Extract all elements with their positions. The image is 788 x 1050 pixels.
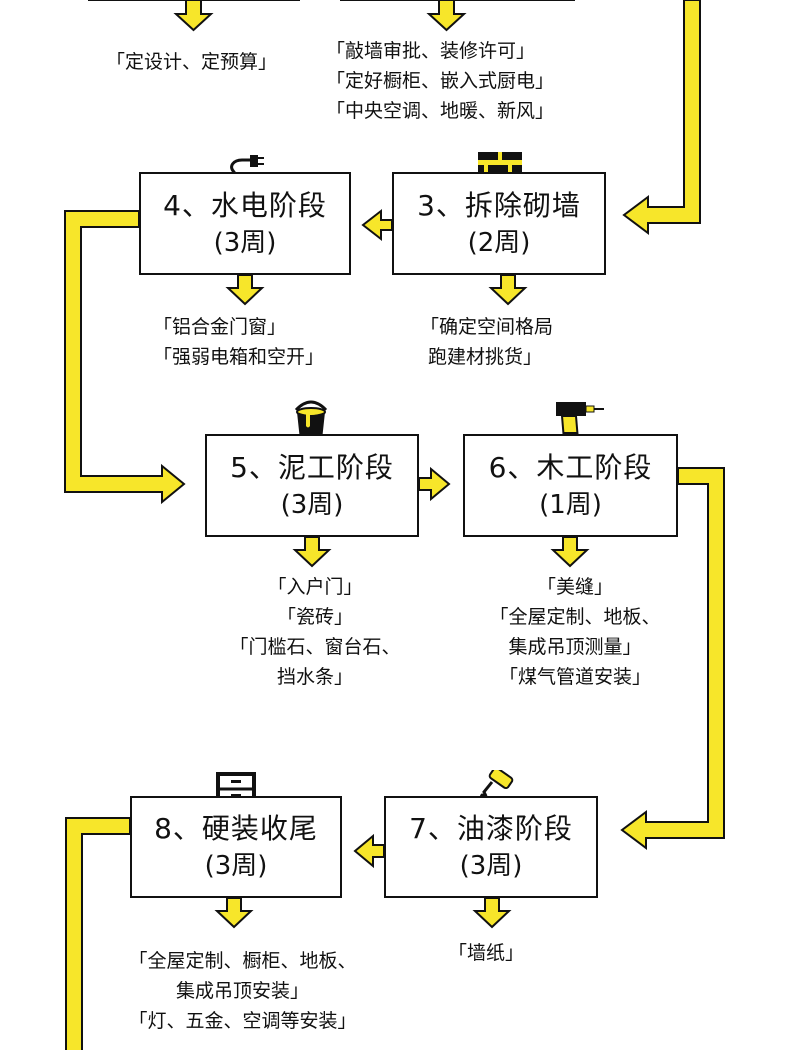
stage-duration: (1周) <box>539 489 602 520</box>
note-line: 「瓷砖」 <box>276 606 353 628</box>
stage-title: 8、硬装收尾 <box>154 812 318 845</box>
arrow-down-stage3 <box>488 274 528 306</box>
arrow-down-top-left <box>173 0 214 32</box>
note-stage-3: 「确定空间格局 跑建材挑货」 <box>420 312 553 372</box>
note-stage-6: 「美缝」 「全屋定制、地板、 集成吊顶测量」 「煤气管道安装」 <box>470 572 680 692</box>
stage-duration: (3周) <box>213 227 277 258</box>
note-stage-7: 「墙纸」 <box>448 938 524 968</box>
stage-duration: (3周) <box>280 489 344 520</box>
note-line: 「强弱电箱和空开」 <box>153 346 325 368</box>
note-stage-4: 「铝合金门窗」 「强弱电箱和空开」 <box>153 312 324 372</box>
note-line: 「灯、五金、空调等安装」 <box>128 1010 357 1032</box>
stage-title: 4、水电阶段 <box>163 188 327 222</box>
note-line: 集成吊顶安装」 <box>175 980 309 1002</box>
stage-4-box: 4、水电阶段 (3周) <box>139 172 351 275</box>
arrow-stage5-to-stage6 <box>418 466 451 502</box>
note-line: 集成吊顶测量」 <box>508 636 642 658</box>
connector-stage6-to-stage7 <box>620 467 725 850</box>
note-line: 「全屋定制、橱柜、地板、 <box>128 950 357 972</box>
arrow-down-stage6 <box>550 536 590 568</box>
arrow-down-top-right <box>426 0 467 32</box>
note-line: 跑建材挑货」 <box>428 346 543 368</box>
note-line: 「中央空调、地暖、新风」 <box>326 100 555 122</box>
connector-stage2-to-stage3 <box>622 0 701 235</box>
stage-title: 7、油漆阶段 <box>409 812 573 845</box>
note-line: 挡水条」 <box>276 666 353 688</box>
arrow-down-stage8 <box>214 897 254 929</box>
note-stage-5: 「入户门」 「瓷砖」 「门槛石、窗台石、 挡水条」 <box>210 572 420 692</box>
stage-8-box: 8、硬装收尾 (3周) <box>130 796 342 898</box>
note-top-left: 「定设计、定预算」 <box>106 47 277 77</box>
arrow-down-stage7 <box>472 897 512 929</box>
arrow-down-stage5 <box>292 536 332 568</box>
connector-stage4-to-stage5 <box>64 210 186 505</box>
note-line: 「敲墙审批、装修许可」 <box>326 40 536 62</box>
arrow-stage3-to-stage4 <box>361 208 393 242</box>
note-line: 「美缝」 <box>536 576 613 598</box>
note-line: 「铝合金门窗」 <box>153 316 287 338</box>
stage-duration: (3周) <box>204 851 268 881</box>
stage-6-box: 6、木工阶段 (1周) <box>463 434 678 537</box>
stage-duration: (3周) <box>459 851 523 881</box>
note-line: 「墙纸」 <box>448 942 525 964</box>
stage-title: 6、木工阶段 <box>488 450 653 484</box>
arrow-stage7-to-stage8 <box>353 833 385 869</box>
arrow-down-stage4 <box>225 274 265 306</box>
note-stage-8: 「全屋定制、橱柜、地板、 集成吊顶安装」 「灯、五金、空调等安装」 <box>110 946 375 1036</box>
stage-title: 3、拆除砌墙 <box>417 188 581 222</box>
note-line: 「确定空间格局 <box>420 316 554 338</box>
stage-3-box: 3、拆除砌墙 (2周) <box>392 172 606 275</box>
stage-title: 5、泥工阶段 <box>230 450 394 484</box>
paint-bucket-icon <box>294 400 328 440</box>
stage-5-box: 5、泥工阶段 (3周) <box>205 434 419 537</box>
note-line: 「定好橱柜、嵌入式厨电」 <box>326 70 555 92</box>
note-line: 「入户门」 <box>267 576 363 598</box>
note-top-right: 「敲墙审批、装修许可」 「定好橱柜、嵌入式厨电」 「中央空调、地暖、新风」 <box>326 36 554 126</box>
note-line: 「门槛石、窗台石、 <box>229 636 401 658</box>
note-line: 「煤气管道安装」 <box>498 666 651 688</box>
stage-duration: (2周) <box>467 227 531 258</box>
note-line: 「定设计、定预算」 <box>106 51 278 73</box>
stage-7-box: 7、油漆阶段 (3周) <box>384 796 598 898</box>
note-line: 「全屋定制、地板、 <box>489 606 661 628</box>
